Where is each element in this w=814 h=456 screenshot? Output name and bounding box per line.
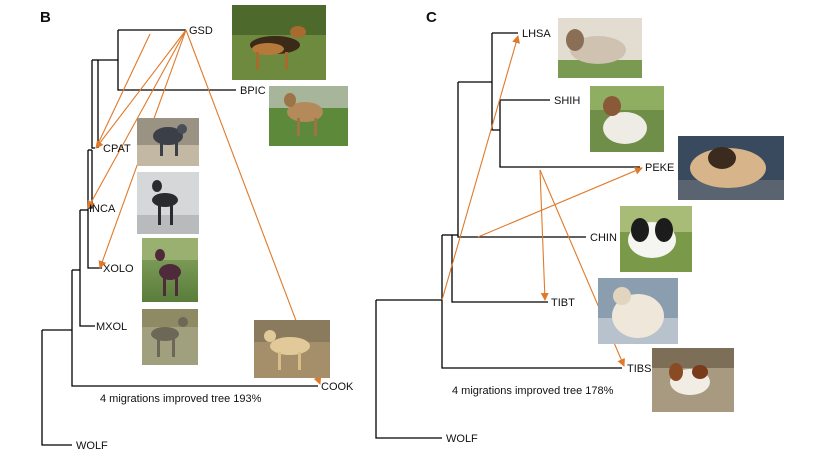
branch — [87, 150, 102, 269]
panel-b-letter: B — [40, 9, 51, 26]
photo-bpic — [269, 86, 348, 146]
branch — [441, 300, 622, 369]
panel-c-letter: C — [426, 9, 437, 26]
leaf-label-chin: CHIN — [590, 232, 617, 244]
photo-cook — [254, 320, 330, 378]
migration-arrow — [95, 33, 151, 149]
photo-xolo — [142, 238, 198, 302]
leaf-label-mxol: MXOL — [96, 321, 127, 333]
leaf-label-tibs: TIBS — [627, 363, 651, 375]
photo-lhsa — [558, 18, 642, 78]
leaf-label-inca: INCA — [89, 203, 116, 215]
photo-cpat — [137, 118, 199, 166]
panel-b-tree — [41, 29, 318, 446]
leaf-label-cook: COOK — [321, 381, 354, 393]
leaf-label-xolo: XOLO — [103, 263, 134, 275]
leaf-label-wolf-c: WOLF — [446, 433, 478, 445]
leaf-label-lhsa: LHSA — [522, 28, 551, 40]
photo-tibs — [652, 348, 734, 412]
leaf-label-bpic: BPIC — [240, 85, 266, 97]
leaf-label-wolf: WOLF — [76, 440, 108, 452]
migration-arrow — [477, 167, 643, 238]
leaf-label-shih: SHIH — [554, 95, 580, 107]
branch — [375, 300, 442, 439]
migration-arrow — [441, 35, 520, 301]
photo-peke — [678, 136, 784, 200]
branch — [41, 383, 72, 446]
panel-b-caption: 4 migrations improved tree 193% — [100, 393, 262, 405]
leaf-label-tibt: TIBT — [551, 297, 575, 309]
leaf-label-peke: PEKE — [645, 162, 674, 174]
branch — [71, 270, 318, 387]
leaf-label-gsd: GSD — [189, 25, 213, 37]
photo-inca — [137, 172, 199, 234]
photo-mxol — [142, 309, 198, 365]
branch — [117, 30, 236, 91]
branch — [79, 210, 95, 327]
photo-gsd — [232, 5, 326, 80]
panel-c-tree — [375, 32, 640, 439]
branch — [499, 100, 640, 168]
branch — [491, 33, 500, 131]
photo-chin — [620, 206, 692, 272]
migration-arrow — [95, 29, 187, 149]
photo-shih — [590, 86, 664, 152]
migration-arrow — [539, 169, 549, 301]
panel-c-caption: 4 migrations improved tree 178% — [452, 385, 614, 397]
branch — [457, 82, 586, 238]
branch — [451, 235, 548, 303]
branch — [91, 60, 95, 149]
leaf-label-cpat: CPAT — [103, 143, 131, 155]
photo-tibt — [598, 278, 678, 344]
